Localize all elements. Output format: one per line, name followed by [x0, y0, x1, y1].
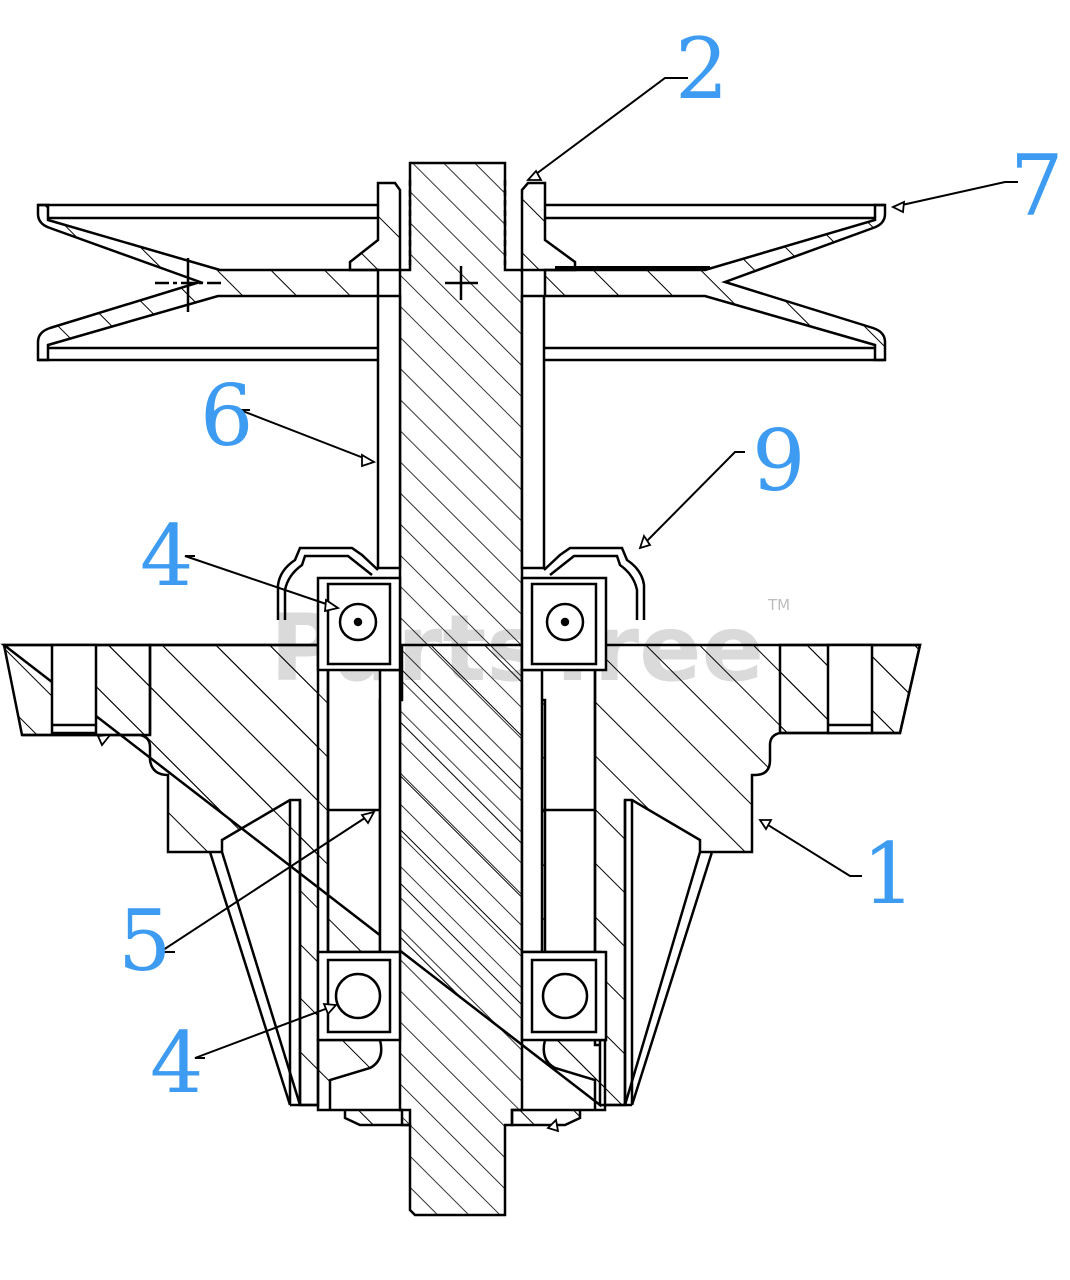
callout-2: 2 — [675, 20, 728, 118]
leader-lines — [156, 77, 1018, 1059]
spacer-tube — [376, 294, 546, 570]
leader-4a — [184, 555, 339, 609]
callout-5: 5 — [118, 892, 171, 990]
callout-1: 1 — [862, 825, 915, 923]
shaft — [398, 161, 524, 1217]
leader-2 — [527, 77, 688, 181]
leader-9 — [639, 451, 745, 549]
upper-bearing-left — [316, 576, 402, 672]
leader-5 — [156, 811, 375, 953]
callout-7: 7 — [1010, 137, 1063, 235]
callout-4-lower: 4 — [150, 1014, 203, 1112]
callout-9: 9 — [752, 412, 805, 510]
callout-6: 6 — [200, 367, 253, 465]
leader-1 — [759, 819, 862, 877]
watermark-trademark: TM — [767, 596, 790, 614]
callout-4-upper: 4 — [140, 507, 193, 605]
leader-6 — [239, 409, 375, 463]
seal-cap — [276, 546, 646, 620]
upper-bearing-right — [520, 576, 608, 672]
callout-labels: 2 7 6 9 4 1 5 4 — [118, 20, 1063, 1112]
lower-bearing-right — [520, 950, 608, 1042]
leader-arrowheads — [96, 169, 906, 1133]
pulley — [36, 181, 887, 362]
lower-bearing-left — [316, 950, 402, 1042]
leader-4b — [194, 1004, 337, 1059]
leader-7 — [892, 181, 1018, 208]
